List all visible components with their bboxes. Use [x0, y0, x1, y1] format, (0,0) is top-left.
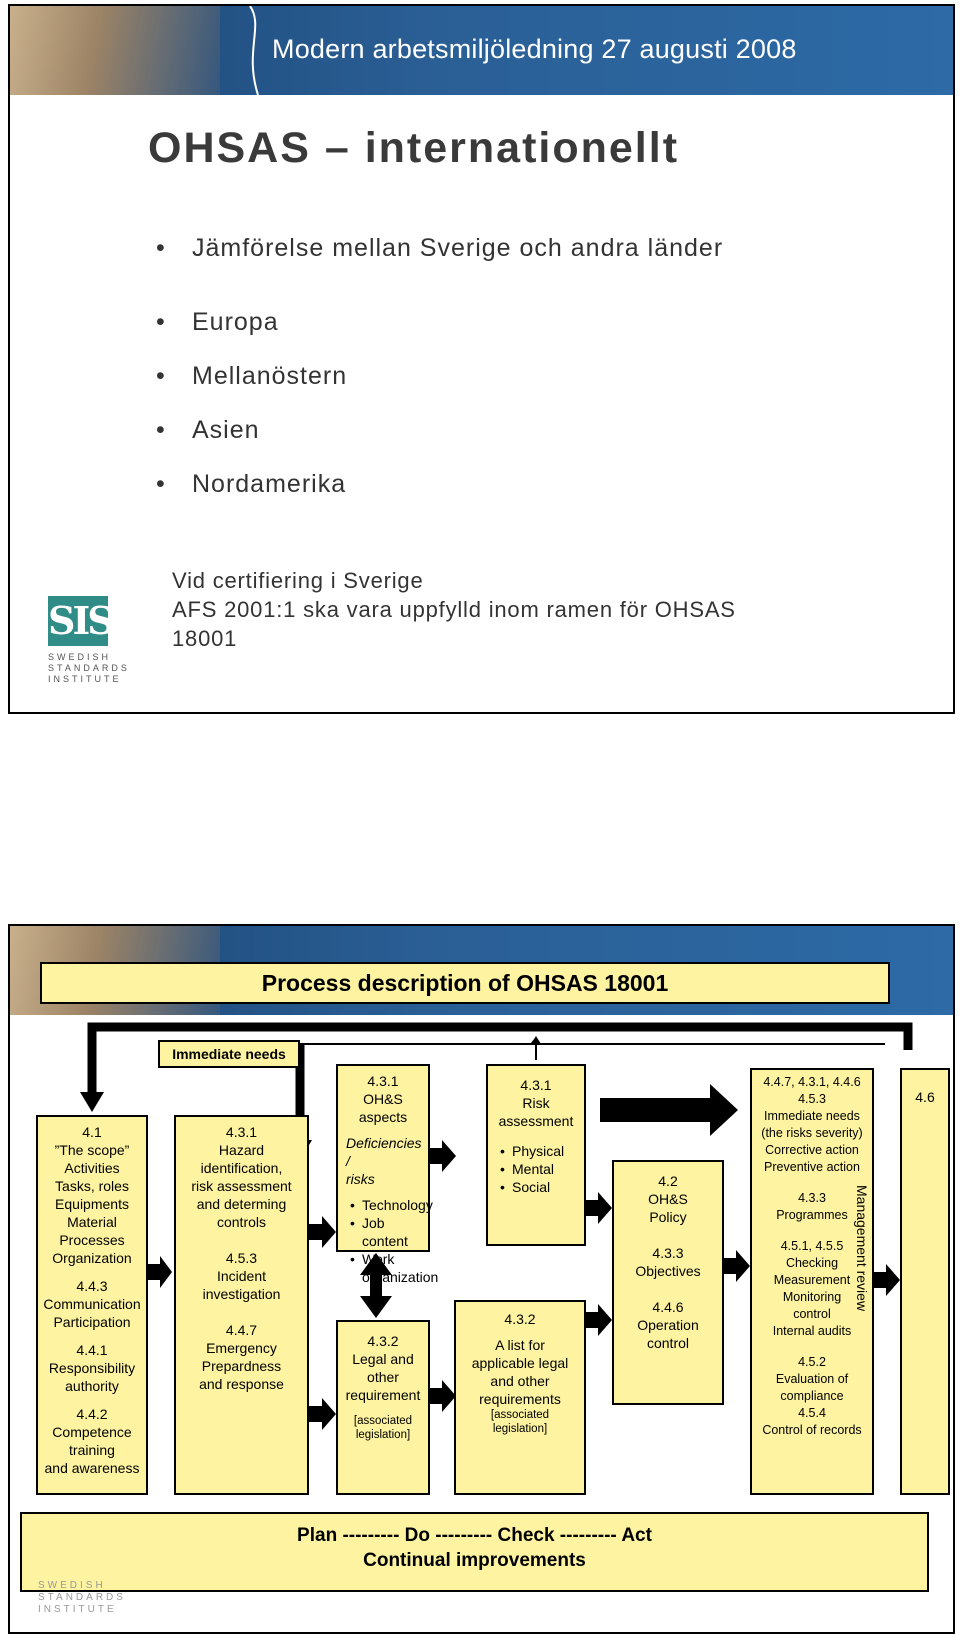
logo-word: INSTITUTE: [48, 674, 122, 684]
management-review-box: 4.6: [900, 1068, 950, 1495]
certification-note: Vid certifiering i Sverige AFS 2001:1 sk…: [172, 566, 736, 653]
sis-logo: SIS SWEDISH STANDARDS INSTITUTE: [48, 596, 138, 685]
banner-title: Modern arbetsmiljöledning 27 augusti 200…: [272, 34, 797, 64]
logo-word: SWEDISH: [48, 652, 112, 662]
logo-word: STANDARDS: [38, 1592, 126, 1603]
sis-logo-mark: SIS: [48, 596, 115, 646]
note-line: Vid certifiering i Sverige: [172, 568, 424, 593]
note-line: 18001: [172, 626, 238, 651]
bullet-list: Jämförelse mellan Sverige och andra länd…: [152, 234, 723, 499]
faded-sis-logo: SWEDISH STANDARDS INSTITUTE: [38, 1580, 126, 1616]
slide-title: OHSAS – internationellt: [148, 124, 680, 172]
management-review-label: Management review: [854, 1185, 870, 1312]
logo-word: STANDARDS: [48, 663, 130, 673]
bullet-item: Nordamerika: [152, 470, 723, 499]
bullet-item: Europa: [152, 308, 723, 337]
slide-banner: Modern arbetsmiljöledning 27 augusti 200…: [10, 6, 953, 95]
bullet-item: Mellanöstern: [152, 362, 723, 391]
sis-logo-words: SWEDISH STANDARDS INSTITUTE: [48, 652, 138, 685]
ohs-aspects-box: 4.3.1OH&S aspects Deficiencies / risks T…: [336, 1064, 438, 1285]
pdca-cycle-text: Plan --------- Do --------- Check ------…: [297, 1525, 652, 1546]
logo-word: SWEDISH: [38, 1580, 106, 1591]
logo-word: INSTITUTE: [38, 1604, 117, 1615]
banner-hand-photo: [10, 6, 220, 95]
pdca-bar: Plan --------- Do --------- Check ------…: [20, 1512, 929, 1592]
bullet-item: Jämförelse mellan Sverige och andra länd…: [152, 234, 723, 263]
bullet-item: Asien: [152, 416, 723, 445]
management-review-number: 4.6: [915, 1089, 935, 1105]
immediate-needs-label: Immediate needs: [158, 1040, 300, 1068]
process-title: Process description of OHSAS 18001: [40, 962, 890, 1004]
note-line: AFS 2001:1 ska vara uppfylld inom ramen …: [172, 597, 736, 622]
slide-ohsas-internationellt: Modern arbetsmiljöledning 27 augusti 200…: [8, 4, 955, 714]
continual-improvements-text: Continual improvements: [363, 1550, 586, 1571]
banner-swoosh-icon: [249, 6, 259, 95]
